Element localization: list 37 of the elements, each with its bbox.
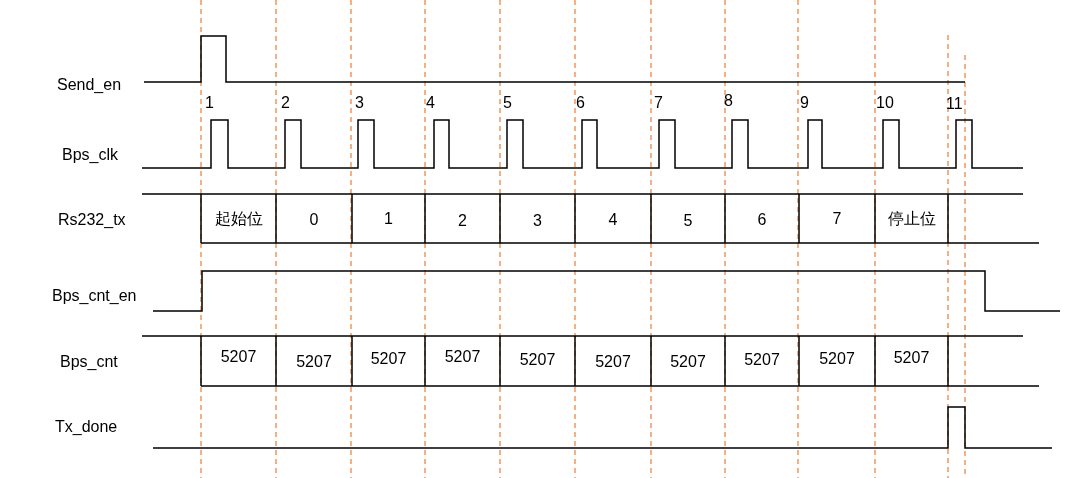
clock-count-number: 4	[426, 93, 435, 113]
bit-value: 6	[757, 210, 767, 230]
bit-value: 1	[384, 209, 393, 229]
bit-value: 7	[832, 209, 842, 229]
signal-name: Tx_done	[55, 417, 118, 437]
counter-value: 5207	[444, 347, 481, 367]
clock-count-number: 5	[503, 93, 512, 113]
clock-count-number: 7	[654, 93, 663, 113]
counter-value: 5207	[670, 352, 706, 372]
signal-name: Send_en	[57, 75, 122, 95]
signal-name: Bps_cnt_en	[52, 286, 137, 306]
signal-name: Bps_cnt	[60, 352, 118, 372]
counter-value: 5207	[220, 347, 257, 367]
bit-value: 3	[533, 211, 542, 231]
bit-value: 起始位	[214, 209, 263, 229]
signal-name: Bps_clk	[62, 145, 119, 165]
bit-value: 2	[458, 211, 467, 231]
signal-name: Rs232_tx	[58, 210, 126, 230]
counter-value: 5207	[519, 350, 556, 370]
counter-value: 5207	[595, 352, 631, 372]
clock-count-number: 3	[355, 93, 364, 113]
counter-value: 5207	[744, 350, 780, 370]
counter-value: 5207	[296, 352, 332, 372]
clock-count-number: 9	[800, 93, 809, 113]
bit-value: 0	[309, 210, 319, 230]
bit-value: 停止位	[887, 209, 936, 229]
clock-count-number: 6	[576, 93, 585, 113]
clock-count-number: 1	[205, 93, 214, 113]
clock-count-number: 11	[946, 94, 963, 114]
clock-count-number: 10	[876, 93, 894, 113]
clock-count-number: 8	[724, 91, 733, 111]
counter-value: 5207	[819, 349, 855, 369]
counter-value: 5207	[893, 348, 930, 368]
counter-value: 5207	[370, 349, 407, 369]
bit-value: 4	[608, 210, 618, 230]
clock-count-number: 2	[281, 93, 290, 113]
bit-value: 5	[683, 211, 693, 231]
